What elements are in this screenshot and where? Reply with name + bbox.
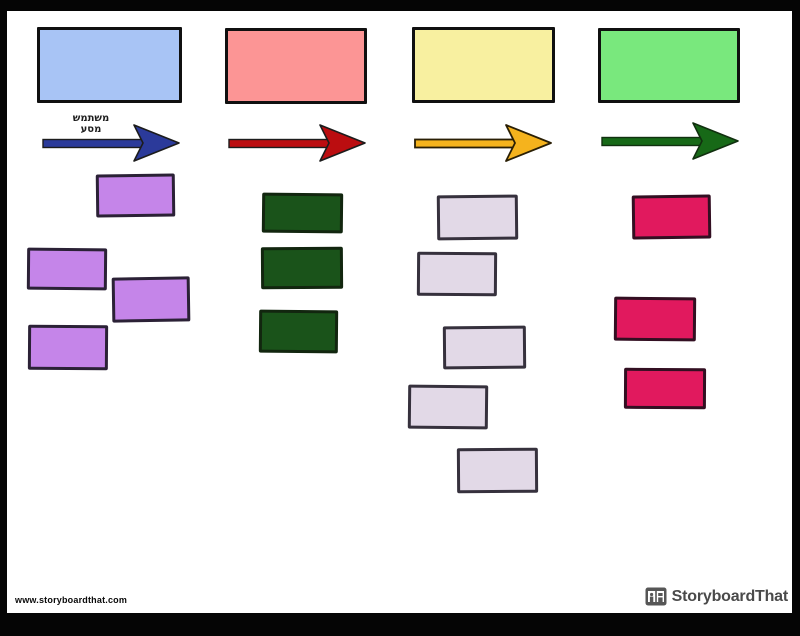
arrow-head [505,124,552,162]
sticky-note[interactable] [416,251,498,297]
brand-name: StoryboardThat [671,587,789,605]
sticky-note[interactable] [26,247,108,291]
arrow-head [692,122,739,160]
stage-3-arrow[interactable] [413,124,553,162]
sticky-note[interactable] [631,194,712,240]
sticky-note[interactable] [623,367,707,410]
sticky-note[interactable] [261,192,344,234]
sticky-note[interactable] [613,296,697,342]
stage-4-arrow[interactable] [600,122,740,160]
stage-2-arrow[interactable] [227,124,367,162]
journey-label-line2: מסע [80,124,102,135]
journey-label: משתמש מסע [53,113,129,135]
sticky-note[interactable] [456,447,539,494]
watermark-url: www.storyboardthat.com [15,595,128,605]
stage-1-arrow[interactable] [41,124,181,162]
sticky-note[interactable] [407,384,489,430]
sticky-note[interactable] [258,309,339,354]
worksheet-page: משתמש מסע [7,11,792,613]
stage-2-header-box[interactable] [225,28,367,104]
sticky-note[interactable] [95,173,176,218]
arrow-head [133,124,180,162]
sticky-note[interactable] [260,246,344,290]
journey-label-line1: משתמש [72,113,110,124]
arrow-shaft [414,138,517,149]
sticky-note[interactable] [436,194,519,241]
stage-1-header-box[interactable] [37,27,182,103]
arrow-shaft [601,136,704,147]
sticky-note[interactable] [442,325,527,370]
storyboardthat-brand: StoryboardThat [645,587,788,606]
sticky-note[interactable] [111,276,191,323]
stage-4-header-box[interactable] [598,28,740,103]
storyboard-frames-icon [645,587,667,606]
stage-3-header-box[interactable] [412,27,555,103]
arrow-shaft [42,138,145,149]
arrow-head [319,124,366,162]
arrow-shaft [228,138,331,149]
sticky-note[interactable] [27,324,109,371]
